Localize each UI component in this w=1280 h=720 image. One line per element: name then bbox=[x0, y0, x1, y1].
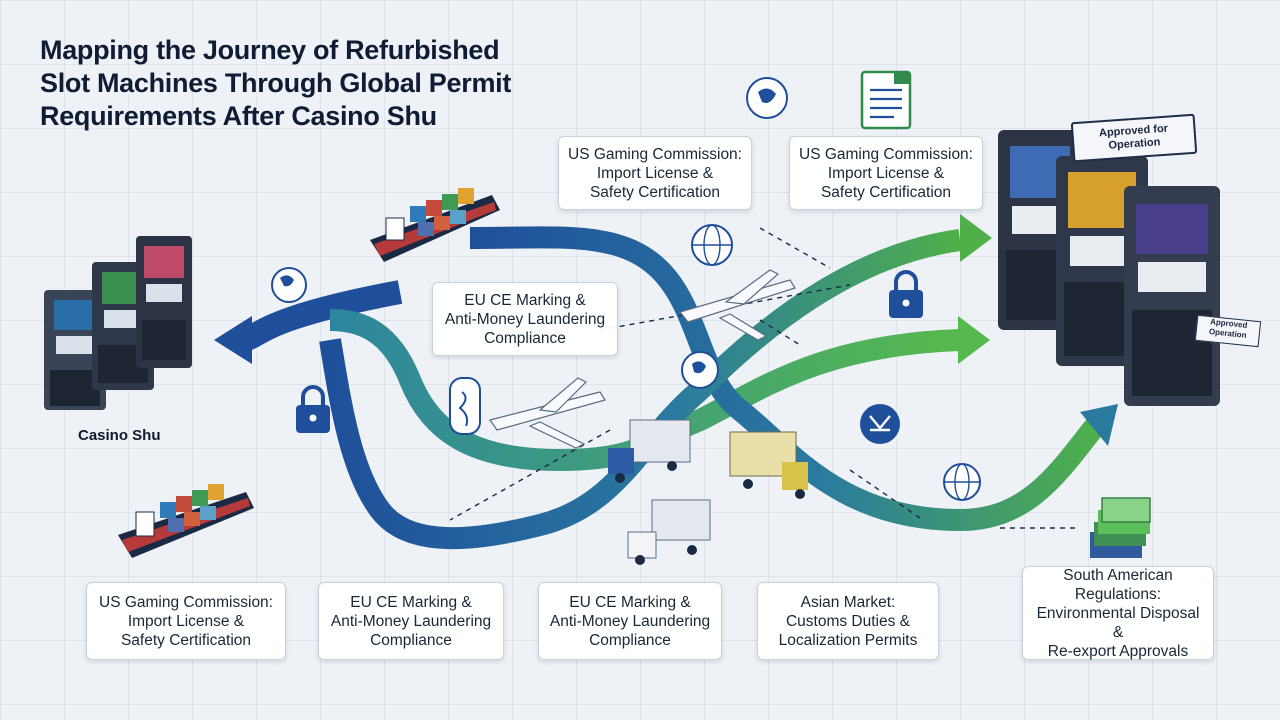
card-line: EU CE Marking & bbox=[350, 593, 472, 611]
card-line: Compliance bbox=[370, 631, 452, 649]
card-line: Compliance bbox=[589, 631, 671, 649]
money-stack-icon bbox=[1090, 497, 1151, 558]
route-arrowhead-bottom-right bbox=[1080, 404, 1118, 446]
permit-card-bottom-2: EU CE Marking & Anti-Money Laundering Co… bbox=[318, 582, 504, 660]
title-line-3: Requirements After Casino Shu bbox=[40, 101, 437, 131]
route-ship-top bbox=[469, 226, 1109, 532]
lock-icon bbox=[296, 270, 923, 433]
card-line: Safety Certification bbox=[589, 183, 721, 201]
route-arrowhead-top-right bbox=[960, 214, 992, 262]
card-line: Anti-Money Laundering bbox=[330, 612, 492, 630]
title-line-2: Slot Machines Through Global Permit bbox=[40, 68, 512, 98]
truck-icon bbox=[608, 419, 808, 565]
dashed-connector-1 bbox=[759, 227, 831, 269]
dashed-connector-6 bbox=[759, 319, 801, 346]
permit-card-middle: EU CE Marking & Anti-Money Laundering Co… bbox=[432, 282, 618, 356]
permit-card-bottom-4: Asian Market: Customs Duties & Localizat… bbox=[757, 582, 939, 660]
title-line-1: Mapping the Journey of Refurbished bbox=[40, 35, 500, 65]
card-line: Anti-Money Laundering bbox=[549, 612, 711, 630]
origin-label: Casino Shu bbox=[78, 427, 161, 444]
card-line: US Gaming Commission: bbox=[799, 145, 973, 163]
document-icon bbox=[860, 70, 912, 130]
permit-card-bottom-3: EU CE Marking & Anti-Money Laundering Co… bbox=[538, 582, 722, 660]
slot-machine-icon bbox=[44, 236, 192, 410]
plane-icon bbox=[489, 269, 796, 449]
ship-icon bbox=[118, 188, 500, 558]
card-line: Compliance bbox=[484, 329, 566, 347]
page-title: Mapping the Journey of Refurbished Slot … bbox=[40, 34, 640, 133]
card-line: Asian Market: bbox=[800, 593, 896, 611]
card-line: Anti-Money Laundering bbox=[444, 310, 606, 328]
card-line: Safety Certification bbox=[120, 631, 252, 649]
route-arrowhead-left bbox=[214, 316, 252, 364]
permit-card-bottom-5: South American Regulations: Environmenta… bbox=[1022, 566, 1214, 660]
card-line: US Gaming Commission: bbox=[568, 145, 742, 163]
card-line: US Gaming Commission: bbox=[99, 593, 273, 611]
card-line: Localization Permits bbox=[778, 631, 918, 649]
route-arrowhead-mid-right bbox=[958, 316, 990, 364]
card-line: Import License & bbox=[596, 164, 714, 182]
card-line: Regulations: bbox=[1074, 585, 1162, 603]
card-line: Environmental Disposal & bbox=[1036, 604, 1200, 641]
route-loop-upper bbox=[329, 309, 961, 472]
slot-machine-icon bbox=[998, 130, 1220, 406]
permit-card-top-right: US Gaming Commission: Import License & S… bbox=[789, 136, 983, 210]
card-line: South American bbox=[1063, 566, 1173, 584]
card-line: EU CE Marking & bbox=[464, 291, 586, 309]
card-line: Import License & bbox=[127, 612, 245, 630]
compliance-icon bbox=[860, 404, 900, 444]
permit-card-top-left: US Gaming Commission: Import License & S… bbox=[558, 136, 752, 210]
card-line: Re-export Approvals bbox=[1047, 642, 1189, 660]
card-line: Import License & bbox=[827, 164, 945, 182]
card-line: EU CE Marking & bbox=[569, 593, 691, 611]
dashed-connector-4 bbox=[849, 469, 921, 519]
card-line: Customs Duties & bbox=[785, 612, 911, 630]
map-pin-icon bbox=[449, 377, 481, 435]
dashed-connector-2 bbox=[599, 284, 851, 331]
permit-card-bottom-1: US Gaming Commission: Import License & S… bbox=[86, 582, 286, 660]
route-lower bbox=[319, 229, 962, 550]
card-line: Safety Certification bbox=[820, 183, 952, 201]
